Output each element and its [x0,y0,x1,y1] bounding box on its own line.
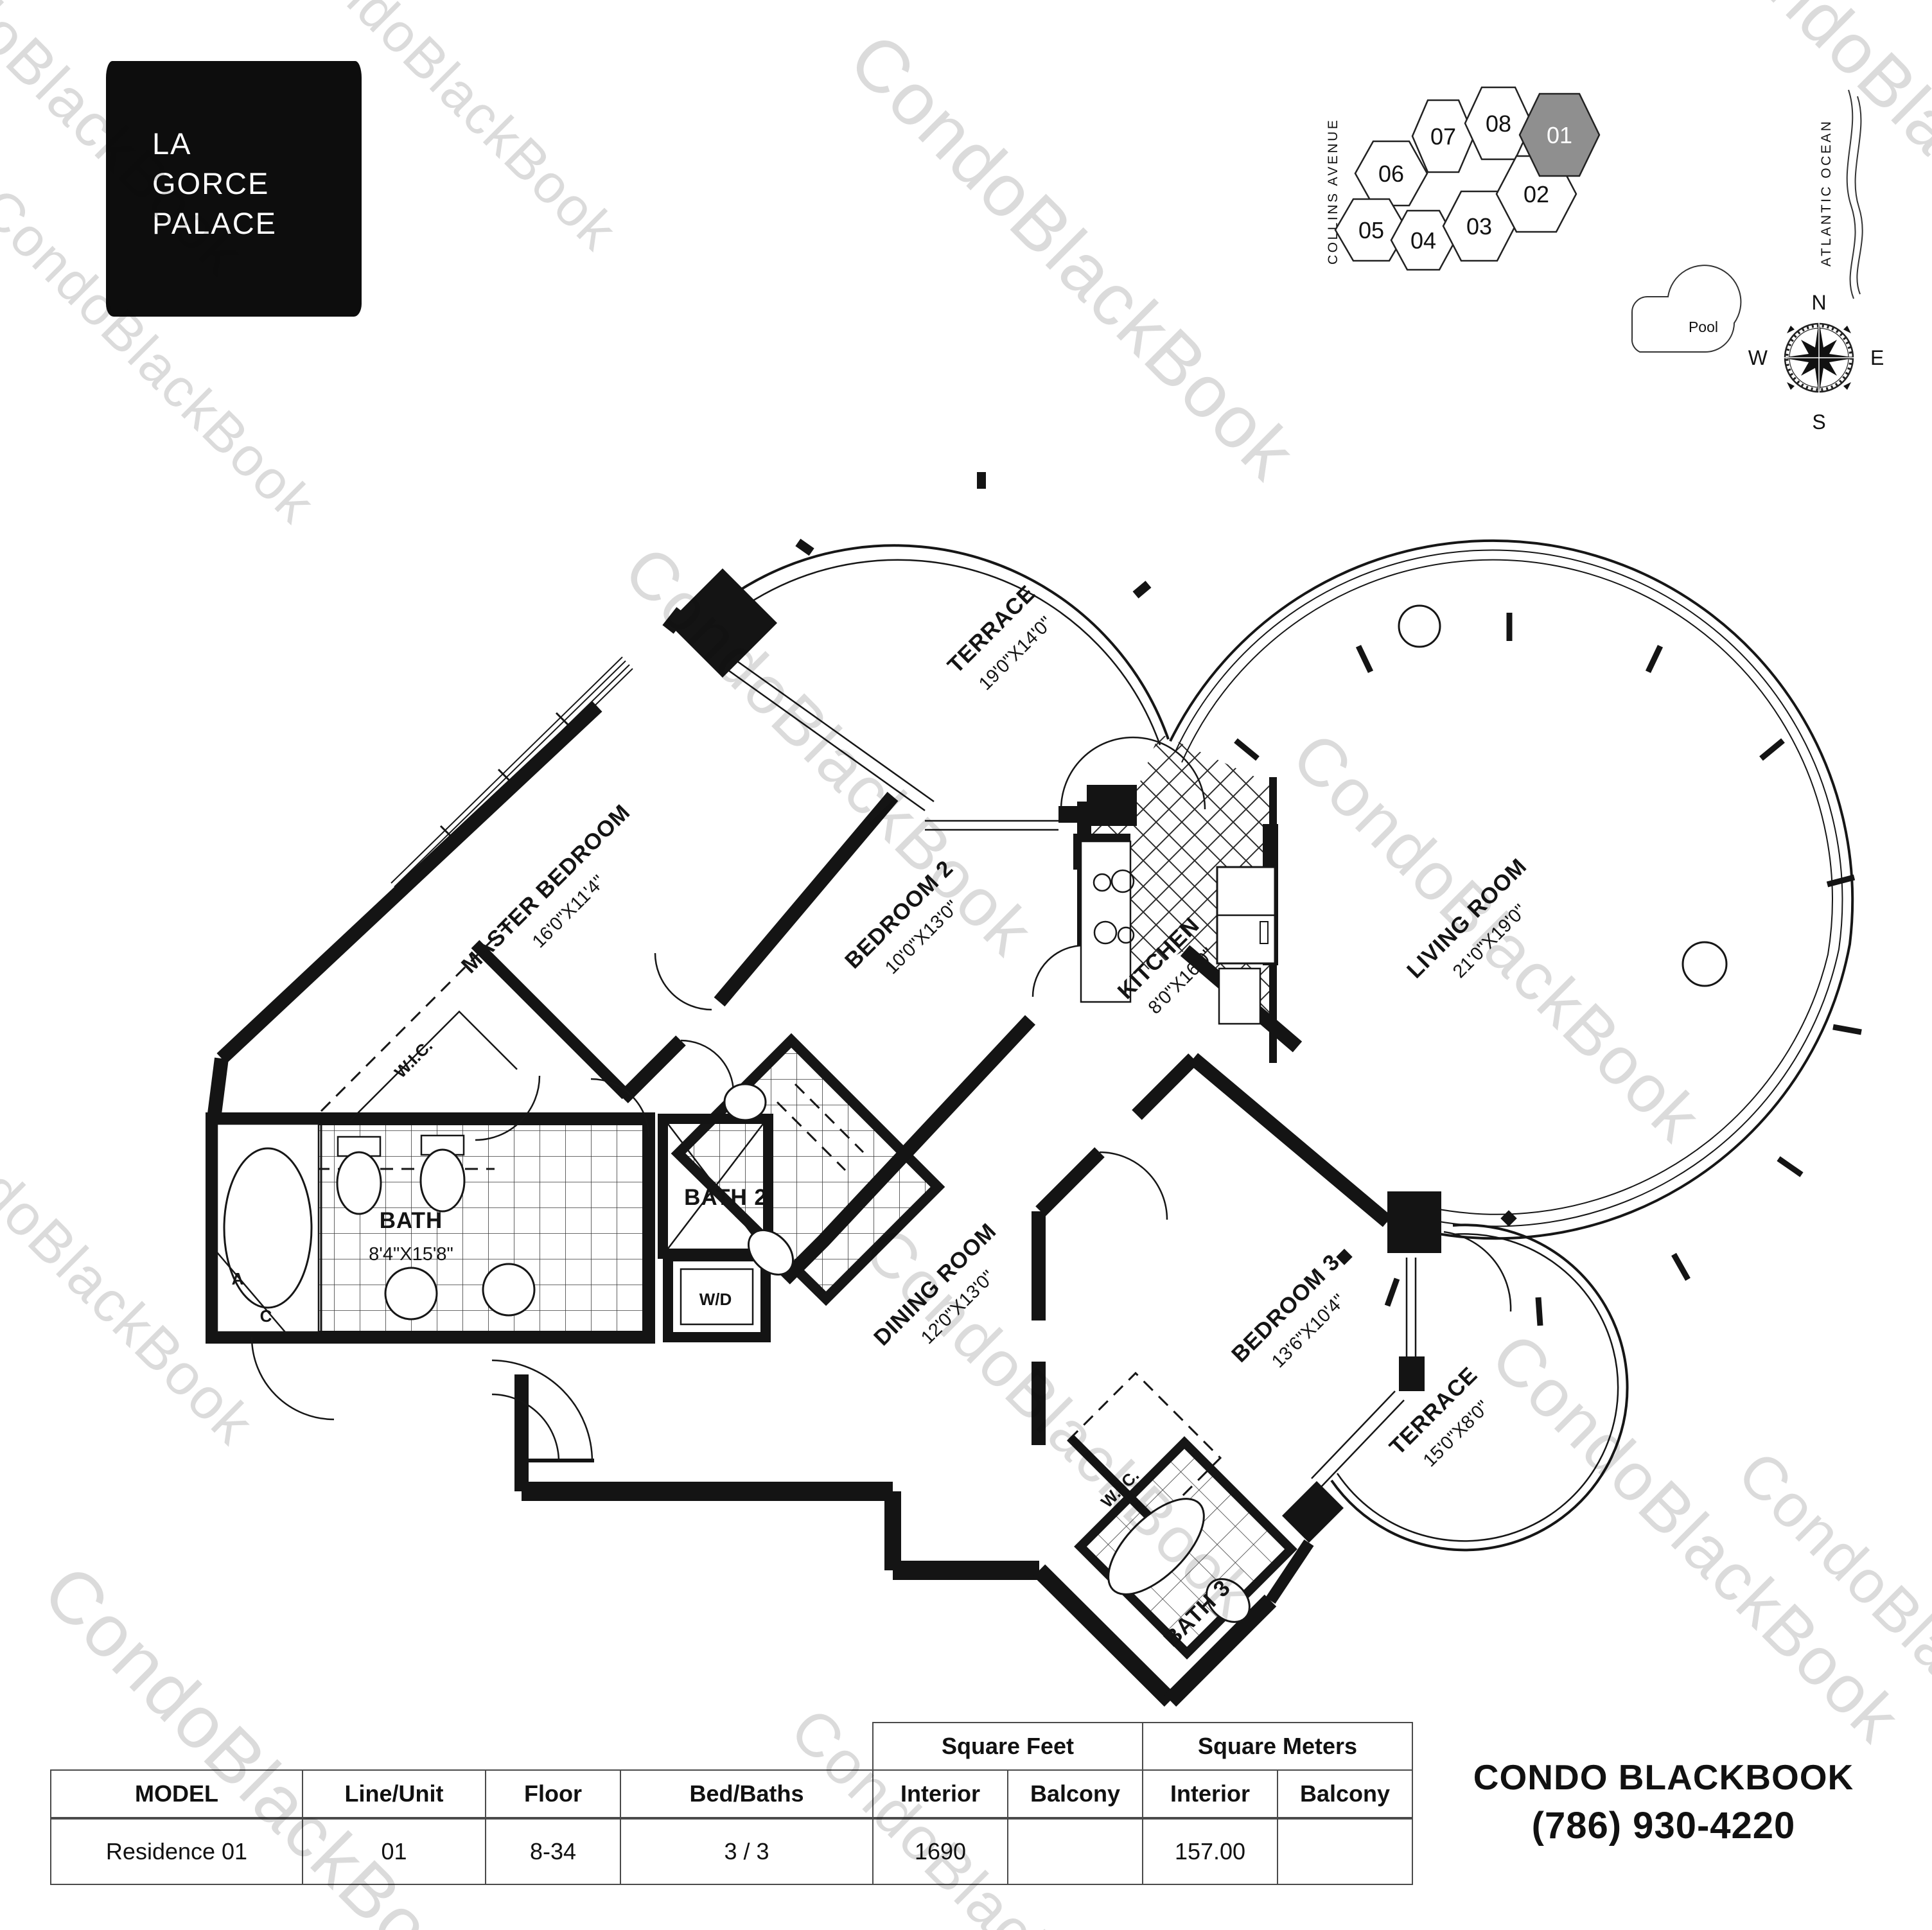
logo-line-2: GORCE [152,166,270,200]
interior-walls [206,607,1392,1707]
compass-south-label: S [1812,410,1825,434]
glass-walls-and-arcs [391,539,1854,1552]
cell-sqm-interior: 157.00 [1142,1818,1279,1885]
collins-avenue-label: COLLINS AVENUE [1326,118,1340,265]
cell-sqft-balcony [1006,1818,1144,1885]
unit-01-number: 01 [1547,122,1572,148]
unit-floorplan: TERRACE 19'0"X14'0" MASTER BEDROOM 16'0"… [206,472,1862,1707]
bath2-label: BATH 2 [684,1185,768,1210]
closet-rod-lines [349,1010,518,1121]
unit-06-number: 06 [1378,161,1404,187]
closet-dashed-walls [295,917,1222,1527]
brand-name: CONDO BLACKBOOK [1473,1757,1854,1797]
logo-line-1: LA [152,127,192,161]
shoreline [1846,89,1856,299]
cell-sqft-interior: 1690 [872,1818,1008,1885]
col-header-sqft-interior: Interior [872,1769,1008,1820]
square-meters-group-header: Square Meters [1142,1722,1414,1771]
building-keyplan: COLLINS AVENUE ATLANTIC OCEAN 07 08 06 0… [1326,86,1884,434]
phone-number: (786) 930-4220 [1531,1805,1796,1847]
washer-dryer-label: W/D [699,1290,732,1309]
table-header-row: MODEL Line/Unit Floor Bed/Baths Interior… [50,1769,1414,1820]
master-wic-label: W.I.C. [391,1036,436,1082]
living-room-column [1682,941,1728,987]
compass-east-label: E [1870,346,1884,369]
pool-label: Pool [1689,319,1718,335]
cell-line-unit: 01 [302,1818,486,1885]
logo-line-3: PALACE [152,206,277,240]
col-header-floor: Floor [485,1769,621,1820]
keyplan-unit-numbers: 07 08 06 05 04 03 02 01 [1358,110,1572,254]
col-header-sqm-interior: Interior [1142,1769,1279,1820]
compass-west-label: W [1748,346,1768,369]
cell-bed-baths: 3 / 3 [620,1818,874,1885]
cell-sqm-balcony [1277,1818,1414,1885]
fixtures [216,840,1276,1623]
unit-05-number: 05 [1358,217,1384,243]
square-feet-group-header: Square Feet [872,1722,1144,1771]
atlantic-ocean-label: ATLANTIC OCEAN [1819,119,1834,267]
living-room-window-mullions [1234,613,1862,1326]
master-bedroom-label: MASTER BEDROOM [457,800,635,978]
cell-floor: 8-34 [485,1818,621,1885]
unit-07-number: 07 [1430,123,1456,150]
col-header-sqm-balcony: Balcony [1277,1769,1414,1820]
compass-rose: N E S W [1748,291,1884,434]
col-header-bed-baths: Bed/Baths [620,1769,874,1820]
unit-spec-table: Square Feet Square Meters MODEL Line/Uni… [50,1722,1414,1885]
cell-model: Residence 01 [50,1818,303,1885]
master-bath-dims: 8'4"X15'8" [369,1244,453,1265]
shoreline [1854,96,1863,295]
unit-01-shape-highlighted [1518,92,1601,177]
door-swings [250,944,1512,1462]
living-room-column [1398,604,1441,648]
contact-block: CONDO BLACKBOOK (786) 930-4220 [1429,1757,1898,1847]
ac-letter-c: C [260,1306,272,1326]
unit-02-number: 02 [1524,181,1549,207]
pool-shape [1631,265,1742,353]
keyplan-units [1334,86,1601,271]
table-spacer [51,1723,873,1770]
table-group-header-row: Square Feet Square Meters [51,1722,1414,1771]
building-logo: LA GORCE PALACE [106,61,362,317]
col-header-model: MODEL [50,1769,303,1820]
ac-letter-a: A [232,1269,244,1288]
col-header-sqft-balcony: Balcony [1006,1769,1144,1820]
master-bath-label: BATH [380,1208,443,1233]
unit-04-number: 04 [1410,227,1436,254]
table-row: Residence 01 01 8-34 3 / 3 1690 157.00 [50,1818,1414,1885]
compass-north-label: N [1811,291,1826,314]
unit-08-number: 08 [1486,110,1511,137]
unit-03-number: 03 [1466,213,1492,240]
col-header-line-unit: Line/Unit [302,1769,486,1820]
